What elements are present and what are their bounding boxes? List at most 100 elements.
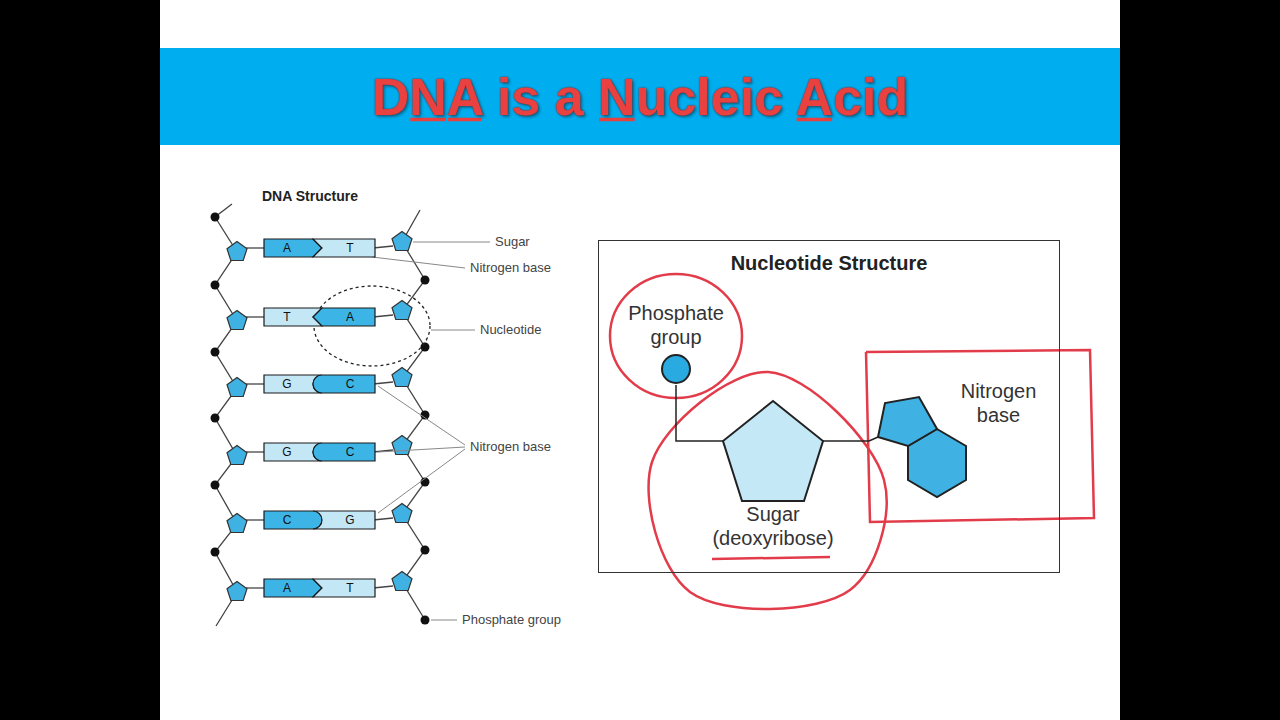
leader-line — [378, 447, 465, 452]
deoxyribose-sugar: Sugar (deoxyribose) — [708, 396, 838, 552]
base-link — [246, 316, 266, 317]
phosphate-dot — [421, 343, 430, 352]
leader-line — [378, 449, 465, 513]
base-link — [373, 382, 393, 384]
sugar-shape — [708, 396, 838, 506]
phosphate-dot — [211, 414, 220, 423]
base-shape — [313, 239, 375, 257]
part-label: Nitrogen base — [470, 439, 551, 455]
base-letter: C — [313, 375, 375, 393]
sugar-pentagon — [227, 242, 247, 261]
base-link — [373, 315, 393, 317]
nucleotide-outline — [314, 286, 430, 366]
base-shape — [313, 308, 375, 326]
sugar-pentagon — [392, 232, 412, 251]
base-outline — [313, 375, 375, 393]
part-name: Sugar (deoxyribose) — [708, 502, 838, 550]
base-outline — [264, 579, 322, 597]
nitrogen-base-block: A — [264, 579, 322, 597]
base-shape — [264, 239, 322, 257]
nucleotide-panel: Nucleotide StructurePhosphate groupSugar… — [598, 240, 1060, 573]
base-shape — [313, 511, 375, 529]
sugar-pentagon — [392, 301, 412, 320]
sugar-pentagon — [723, 401, 823, 501]
base-letter: T — [313, 579, 375, 597]
phosphate-group: Phosphate group — [609, 301, 743, 385]
sugar-pentagon — [392, 572, 412, 591]
leader-line — [372, 257, 465, 268]
phosphate-dot — [211, 481, 220, 490]
phosphate-dot — [421, 276, 430, 285]
nitrogen-base-block: G — [313, 511, 375, 529]
base-letter: C — [264, 511, 322, 529]
base-outline — [264, 511, 322, 529]
phosphate-dot — [211, 281, 220, 290]
sugar-pentagon — [227, 378, 247, 397]
bond-line — [838, 440, 869, 442]
phosphate-dot — [421, 616, 430, 625]
base-shape — [264, 579, 322, 597]
base-letter: T — [264, 308, 322, 326]
sugar-pentagon — [227, 311, 247, 330]
base-outline — [313, 239, 375, 257]
nitrogen-base-block: C — [313, 375, 375, 393]
nitrogen-base-block: A — [264, 239, 322, 257]
phosphate-dot — [211, 213, 220, 222]
base-outline — [313, 443, 375, 461]
base-letter: A — [313, 308, 375, 326]
part-name: Nitrogen base — [951, 379, 1046, 427]
base-outline — [313, 579, 375, 597]
part-name: Phosphate group — [609, 301, 743, 349]
base-link — [246, 247, 266, 248]
base-pentagon — [878, 397, 937, 446]
nitrogen-base-block: C — [313, 443, 375, 461]
nitrogen-base-block: T — [313, 579, 375, 597]
base-letter: T — [313, 239, 375, 257]
nitrogen-base-block: T — [313, 239, 375, 257]
sugar-pentagon — [392, 436, 412, 455]
leader-line — [431, 620, 457, 621]
leader-line — [378, 386, 465, 445]
phosphate-circle — [662, 355, 690, 383]
red-annotation-loop — [649, 372, 887, 609]
base-outline — [264, 239, 322, 257]
base-link — [373, 518, 393, 520]
base-letter: A — [264, 239, 322, 257]
base-letter: G — [264, 375, 322, 393]
leader-line — [413, 242, 490, 243]
nitrogen-base-block: T — [264, 308, 322, 326]
leader-line — [431, 330, 475, 331]
base-link — [373, 586, 393, 588]
slide-title: DNA is a Nucleic Acid — [372, 67, 909, 127]
part-label: Sugar — [495, 234, 530, 250]
phosphate-dot — [211, 548, 220, 557]
base-link — [246, 587, 266, 588]
part-label: Phosphate group — [462, 612, 561, 628]
sugar-pentagon — [392, 368, 412, 387]
base-outline — [313, 308, 375, 326]
phosphate-dot — [211, 348, 220, 357]
sugar-pentagon — [392, 504, 412, 523]
panel-heading: Nucleotide Structure — [599, 251, 1059, 275]
base-shape — [313, 375, 375, 393]
part-label: Nitrogen base — [470, 260, 551, 276]
base-link — [246, 451, 266, 452]
base-shape — [313, 443, 375, 461]
nitrogen-base-block: G — [264, 443, 322, 461]
base-letter: G — [313, 511, 375, 529]
sugar-pentagon — [227, 514, 247, 533]
sugar-pentagon — [227, 582, 247, 601]
nitrogen-base: Nitrogen base — [869, 379, 1049, 504]
base-link — [373, 246, 393, 248]
base-outline — [313, 511, 375, 529]
nitrogen-base-block: A — [313, 308, 375, 326]
phosphate-shape — [660, 353, 692, 385]
base-link — [246, 519, 266, 520]
red-annotation-loop — [610, 274, 742, 398]
nitrogen-base-block: G — [264, 375, 322, 393]
base-letter: G — [264, 443, 322, 461]
base-link — [246, 383, 266, 384]
red-underline — [712, 557, 830, 559]
title-holder: DNA is a Nucleic Acid — [160, 48, 1120, 145]
